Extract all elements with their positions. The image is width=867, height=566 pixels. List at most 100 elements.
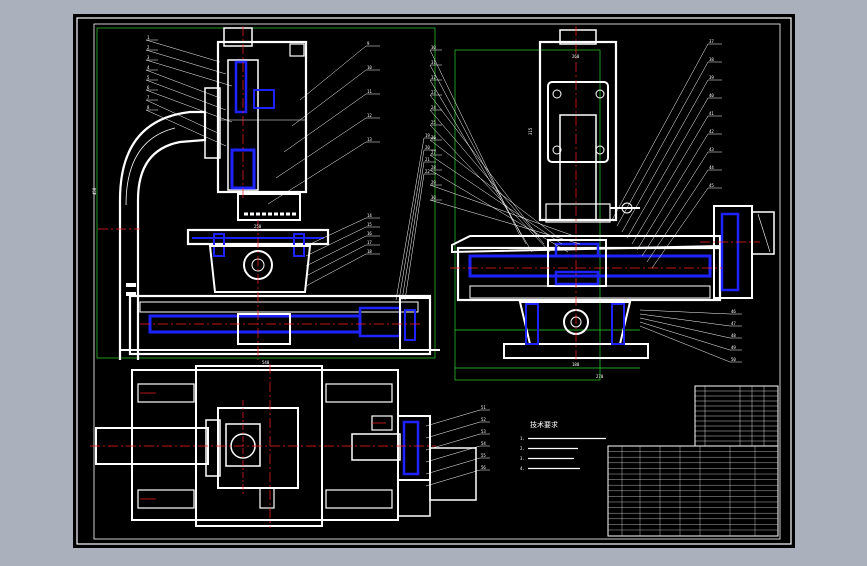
part-number-label: 45: [709, 183, 714, 188]
part-number-label: 9: [367, 41, 370, 46]
plan-view: [90, 364, 477, 528]
part-number-label: 26: [431, 135, 436, 140]
part-number-label: 1: [147, 35, 150, 40]
part-number-label: 28: [431, 165, 436, 170]
part-number-label: 2: [147, 45, 150, 50]
leader-line: [145, 39, 221, 63]
part-number-label: 21: [425, 157, 430, 162]
leader-line: [425, 409, 481, 427]
part-number-label: 23: [431, 90, 436, 95]
leader-line: [429, 199, 581, 245]
front-dim-height: 458: [92, 187, 97, 195]
leader-line: [305, 226, 367, 257]
part-number-label: 16: [367, 231, 372, 236]
side-slide-body: [456, 246, 722, 302]
part-number-label: 17: [367, 240, 372, 245]
leader-line: [639, 313, 731, 327]
leader-line: [145, 109, 227, 147]
hinge-block: [208, 245, 312, 293]
leader-line: [429, 79, 533, 253]
leader-line: [429, 94, 539, 237]
part-number-label: 55: [481, 453, 486, 458]
side-dim-base-outer: 270: [596, 374, 604, 379]
leader-line: [631, 115, 709, 245]
leader-line: [611, 43, 709, 221]
part-number-label: 20: [425, 145, 430, 150]
leader-line: [626, 97, 709, 239]
part-number-label: 39: [709, 75, 714, 80]
leader-line: [305, 217, 367, 247]
leader-line: [429, 109, 545, 245]
part-number-label: 11: [367, 89, 372, 94]
front-dim-table: 250: [254, 224, 262, 229]
leader-line: [429, 139, 557, 237]
part-number-label: 56: [481, 465, 486, 470]
part-number-label: 43: [709, 147, 714, 152]
leader-line: [425, 445, 481, 463]
side-dimension-frame: [454, 49, 601, 381]
inner-border: [93, 23, 781, 540]
part-number-label: 42: [709, 129, 714, 134]
part-number-label: 6: [147, 85, 150, 90]
front-dim-width: 540: [262, 360, 270, 365]
note-item: 1.: [520, 436, 525, 441]
part-number-label: 25: [431, 120, 436, 125]
part-number-label: 4: [147, 65, 150, 70]
part-number-label: 30: [431, 45, 436, 50]
part-number-label: 46: [731, 309, 736, 314]
leader-line: [145, 59, 233, 87]
leader-line: [639, 309, 731, 315]
leader-line: [429, 169, 569, 253]
leader-line: [145, 69, 221, 99]
part-number-label: 51: [481, 405, 486, 410]
leader-line: [425, 421, 481, 439]
title-block: [607, 385, 779, 537]
front-base-leaders: 19 20 21 22: [395, 133, 436, 301]
leader-line: [145, 99, 221, 135]
part-number-label: 48: [731, 333, 736, 338]
part-number-label: 54: [481, 441, 486, 446]
leader-line: [283, 93, 367, 153]
leader-line: [305, 235, 367, 267]
part-number-label: 27: [431, 150, 436, 155]
note-item: 3.: [520, 456, 525, 461]
leader-line: [145, 89, 233, 123]
part-number-label: 52: [481, 417, 486, 422]
part-number-label: 7: [147, 95, 150, 100]
leader-line: [275, 117, 367, 179]
part-number-label: 41: [709, 111, 714, 116]
part-number-label: 14: [367, 213, 372, 218]
part-number-label: 29: [431, 180, 436, 185]
notes-title: 技术要求: [530, 420, 558, 429]
part-number-label: 18: [367, 249, 372, 254]
part-number-label: 22: [425, 169, 430, 174]
part-number-label: 40: [709, 93, 714, 98]
note-item: 4.: [520, 466, 525, 471]
part-number-label: 15: [367, 222, 372, 227]
side-dim-height: 315: [528, 127, 533, 135]
part-number-label: 3: [147, 55, 150, 60]
leader-line: [639, 317, 731, 339]
drawing-sheet: [73, 14, 795, 548]
leader-line: [425, 457, 481, 475]
part-number-label: 32: [431, 75, 436, 80]
leader-line: [429, 124, 551, 253]
leader-line: [395, 137, 425, 301]
leader-line: [636, 133, 709, 251]
part-number-label: 50: [731, 357, 736, 362]
part-number-label: 19: [425, 133, 430, 138]
part-number-label: 5: [147, 75, 150, 80]
leader-line: [145, 79, 227, 111]
leader-line: [651, 187, 709, 269]
part-number-label: 37: [709, 39, 714, 44]
leader-line: [616, 61, 709, 227]
outer-border: [76, 17, 792, 545]
leader-line: [429, 64, 527, 245]
part-number-label: 31: [431, 60, 436, 65]
part-number-label: 10: [367, 65, 372, 70]
